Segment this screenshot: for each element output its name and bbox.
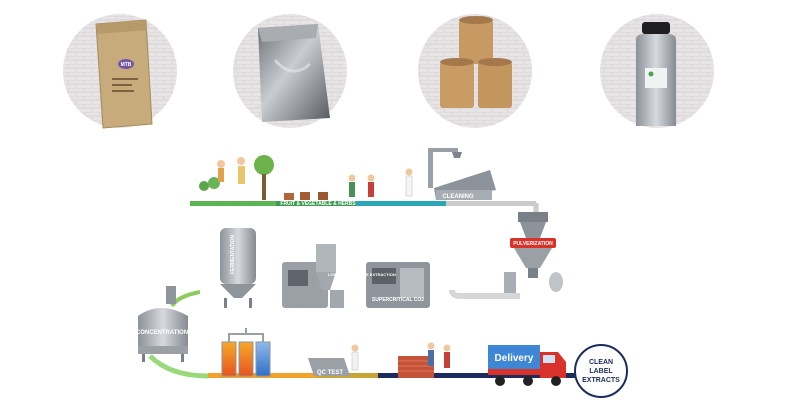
svg-text:PULVERIZATION: PULVERIZATION: [513, 241, 553, 247]
stage-label-concentration: CONCENTRATION: [136, 330, 188, 336]
delivery-truck: Delivery: [488, 345, 566, 386]
badge-line-3: EXTRACTS: [582, 377, 620, 384]
svg-text:FERMENTATION: FERMENTATION: [230, 235, 236, 274]
packaging-fiber-drums: [418, 14, 532, 128]
stage-label-supercritical-co2: SUPERCRITICAL CO2: [372, 297, 424, 303]
crate-icon: [300, 192, 310, 200]
bag-logo-icon: [118, 59, 134, 69]
packaging-aluminum-bottle: [600, 14, 714, 128]
stage-label-low-temp-extraction: LOW TEMPERATURE EXTRACTION: [328, 272, 396, 277]
stage-label-fruit-vegetable-herbs: FRUIT & VEGETABLE & HERBS: [280, 201, 356, 207]
farmer-figure: [218, 168, 224, 182]
pipe-connector-2: [170, 290, 201, 308]
stage-label-fermentation: FERMENTATION: [230, 235, 236, 274]
svg-text:CLEANING: CLEANING: [442, 194, 474, 200]
pipe-row-2: [449, 289, 520, 299]
supercritical-co2-machine: [366, 262, 430, 308]
fermentation-tank: [220, 228, 256, 308]
low-temp-extraction-machine: [282, 244, 344, 308]
svg-text:SUPERCRITICAL CO2: SUPERCRITICAL CO2: [372, 297, 424, 303]
concentration-vessel: [138, 286, 188, 362]
qc-test-station: [308, 344, 359, 376]
cleaning-machine: [428, 148, 496, 200]
clean-label-badge: CLEAN LABEL EXTRACTS: [574, 344, 628, 398]
svg-text:CONCENTRATION: CONCENTRATION: [136, 330, 188, 336]
badge-line-2: LABEL: [589, 368, 613, 375]
inspector-figure: [405, 175, 413, 197]
badge-line-1: CLEAN: [589, 359, 613, 366]
worker-figure: [349, 182, 355, 197]
column-ads: ADS: [221, 341, 237, 384]
truck-label: Delivery: [495, 353, 534, 364]
harvesting-scene: [199, 155, 328, 200]
column-pipes: [228, 328, 264, 342]
stage-label-cleaning: CLEANING: [442, 194, 474, 200]
workers-group: [348, 168, 413, 197]
stage-label-qc-test: QC TEST: [317, 370, 343, 376]
svg-text:FRUIT & VEGETABLE & HERBS: FRUIT & VEGETABLE & HERBS: [280, 201, 356, 207]
worker-figure: [428, 350, 434, 366]
svg-text:QC TEST: QC TEST: [317, 370, 343, 376]
svg-text:DRY: DRY: [241, 378, 252, 384]
stage-label-harvesting: HARVESTING: [217, 206, 250, 212]
drum-top: [459, 16, 493, 64]
warehouse-stack: [398, 342, 451, 378]
bottle-leaf-icon: [648, 71, 654, 77]
worker-figure: [368, 182, 374, 197]
column-dry: DRY: [238, 341, 254, 384]
packaging-foil-bag: [233, 14, 347, 128]
worker-figure: [444, 352, 450, 368]
svg-text:COOL: COOL: [256, 378, 270, 384]
drum-right: [478, 58, 512, 108]
shower-icon: [452, 152, 462, 158]
farmer-figure: [238, 166, 245, 184]
crate-icon: [284, 193, 294, 200]
svg-text:HARVESTING: HARVESTING: [217, 206, 250, 212]
drum-left: [440, 58, 474, 108]
inspector-figure: [351, 351, 359, 371]
column-cool: COOL: [255, 341, 271, 384]
stage-label-pulverization: PULVERIZATION: [513, 241, 553, 247]
packaging-kraft-bag: MTB: [63, 14, 177, 129]
pulverization-machine: [504, 212, 563, 296]
tree-icon: [254, 155, 274, 175]
pipe-row-1: [190, 201, 536, 206]
bag-label: MTB: [121, 62, 132, 68]
svg-text:LOW TEMPERATURE EXTRACTION: LOW TEMPERATURE EXTRACTION: [328, 272, 396, 277]
svg-text:ADS: ADS: [224, 378, 235, 384]
crate-icon: [318, 192, 328, 200]
